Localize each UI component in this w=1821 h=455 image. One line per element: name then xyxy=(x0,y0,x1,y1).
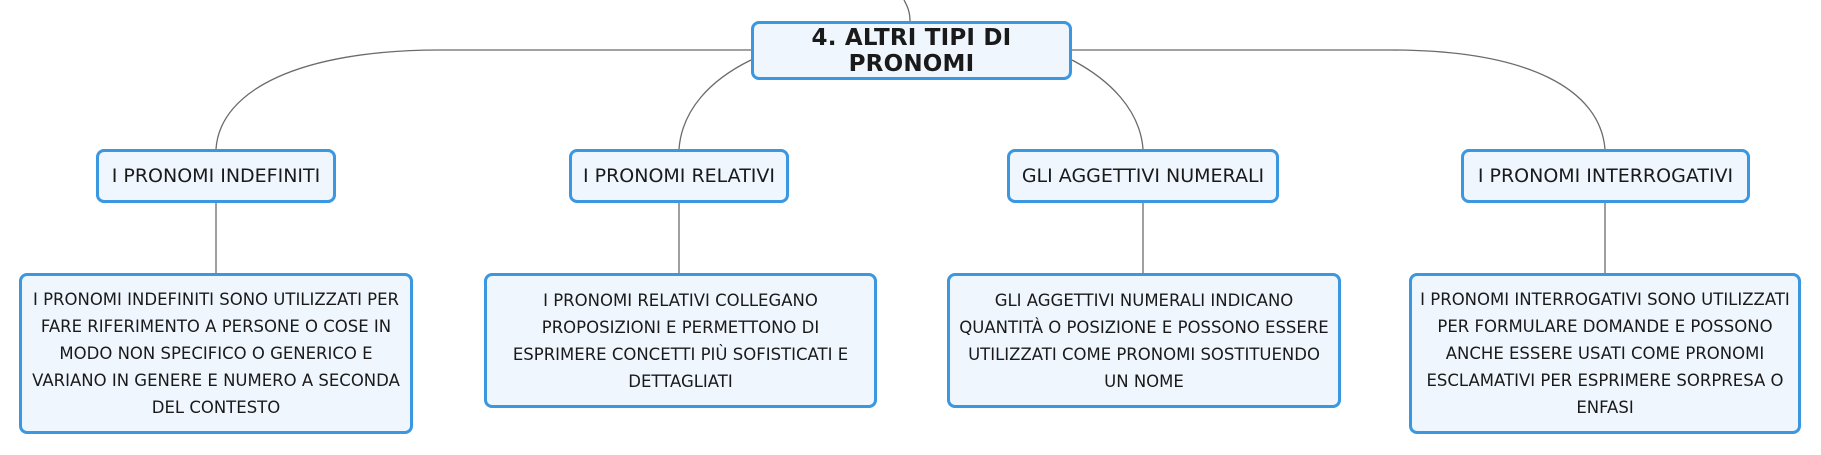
topic-label: I PRONOMI INDEFINITI xyxy=(111,165,321,187)
connector-root-cat-3 xyxy=(1072,49,1606,150)
topic-pronomi-interrogativi[interactable]: I PRONOMI INTERROGATIVI xyxy=(1461,149,1750,203)
description-pronomi-relativi[interactable]: I PRONOMI RELATIVI COLLEGANO PROPOSIZION… xyxy=(484,273,877,408)
topic-label: I PRONOMI RELATIVI xyxy=(582,165,776,187)
connector-root-cat-1 xyxy=(678,59,752,150)
description-text: I PRONOMI INTERROGATIVI SONO UTILIZZATI … xyxy=(1420,290,1790,417)
description-text: I PRONOMI INDEFINITI SONO UTILIZZATI PER… xyxy=(32,290,400,417)
connector-root-cat-0 xyxy=(215,49,751,150)
description-pronomi-interrogativi[interactable]: I PRONOMI INTERROGATIVI SONO UTILIZZATI … xyxy=(1409,273,1801,434)
topic-pronomi-indefiniti[interactable]: I PRONOMI INDEFINITI xyxy=(96,149,336,203)
connector-root-cat-2 xyxy=(1071,59,1144,150)
description-aggettivi-numerali[interactable]: GLI AGGETTIVI NUMERALI INDICANO QUANTITÀ… xyxy=(947,273,1341,408)
description-text: I PRONOMI RELATIVI COLLEGANO PROPOSIZION… xyxy=(512,290,849,391)
root-topic[interactable]: 4. ALTRI TIPI DI PRONOMI xyxy=(751,21,1072,80)
topic-label: GLI AGGETTIVI NUMERALI xyxy=(1021,165,1265,187)
topic-pronomi-relativi[interactable]: I PRONOMI RELATIVI xyxy=(569,149,789,203)
root-topic-label: 4. ALTRI TIPI DI PRONOMI xyxy=(811,24,1012,77)
topic-aggettivi-numerali[interactable]: GLI AGGETTIVI NUMERALI xyxy=(1007,149,1279,203)
description-pronomi-indefiniti[interactable]: I PRONOMI INDEFINITI SONO UTILIZZATI PER… xyxy=(19,273,413,434)
description-text: GLI AGGETTIVI NUMERALI INDICANO QUANTITÀ… xyxy=(959,290,1329,391)
connector-root-parent xyxy=(903,0,911,22)
topic-label: I PRONOMI INTERROGATIVI xyxy=(1477,165,1734,187)
